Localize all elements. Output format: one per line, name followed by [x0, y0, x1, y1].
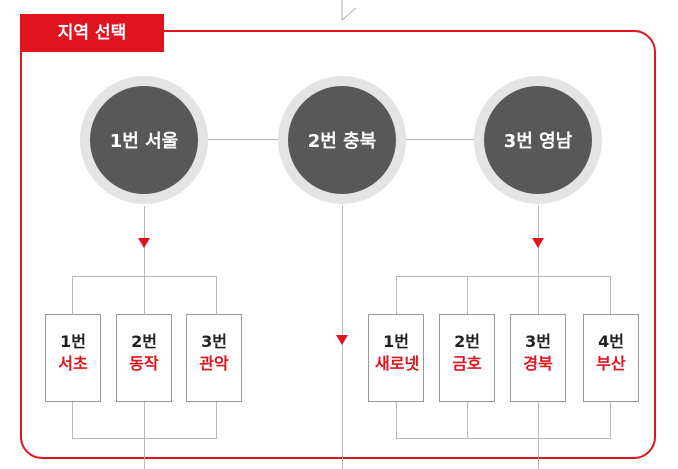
branch-name: 경북 [523, 354, 553, 373]
chungbuk-arrow-icon [336, 335, 348, 345]
region-chungbuk[interactable]: 2번 충북 [278, 76, 406, 204]
branch-geumho[interactable]: 2번 금호 [439, 314, 495, 402]
branch-number: 1번 [383, 332, 409, 351]
branch-saeronet[interactable]: 1번 새로넷 [368, 314, 424, 402]
branch-number: 4번 [598, 332, 624, 351]
branch-number: 2번 [131, 332, 157, 351]
seoul-arrow-icon [138, 238, 150, 248]
branch-dongjak[interactable]: 2번 동작 [116, 314, 172, 402]
section-title: 지역 선택 [20, 14, 164, 52]
branch-name: 동작 [129, 354, 159, 373]
yeongnam-arrow-icon [532, 238, 544, 248]
branch-name: 관악 [199, 354, 229, 373]
branch-gyeongbuk[interactable]: 3번 경북 [510, 314, 566, 402]
region-yeongnam[interactable]: 3번 영남 [474, 76, 602, 204]
branch-name: 서초 [58, 354, 88, 373]
branch-name: 부산 [596, 354, 626, 373]
branch-busan[interactable]: 4번 부산 [583, 314, 639, 402]
seoul-bottom-bus [72, 438, 217, 439]
region-chungbuk-label: 2번 충북 [288, 86, 396, 194]
branch-name: 새로넷 [375, 354, 420, 373]
branch-number: 1번 [60, 332, 86, 351]
region-seoul-label: 1번 서울 [90, 86, 198, 194]
branch-gwanak[interactable]: 3번 관악 [186, 314, 242, 402]
branch-seocho[interactable]: 1번 서초 [45, 314, 101, 402]
region-frame [20, 30, 656, 459]
branch-number: 3번 [525, 332, 551, 351]
region-yeongnam-label: 3번 영남 [484, 86, 592, 194]
seoul-top-bus [72, 276, 217, 277]
yeongnam-top-bus [396, 276, 611, 277]
branch-number: 3번 [201, 332, 227, 351]
region-seoul[interactable]: 1번 서울 [80, 76, 208, 204]
branch-number: 2번 [454, 332, 480, 351]
branch-name: 금호 [452, 354, 482, 373]
top-mark [341, 0, 357, 22]
yeongnam-bottom-bus [396, 438, 611, 439]
